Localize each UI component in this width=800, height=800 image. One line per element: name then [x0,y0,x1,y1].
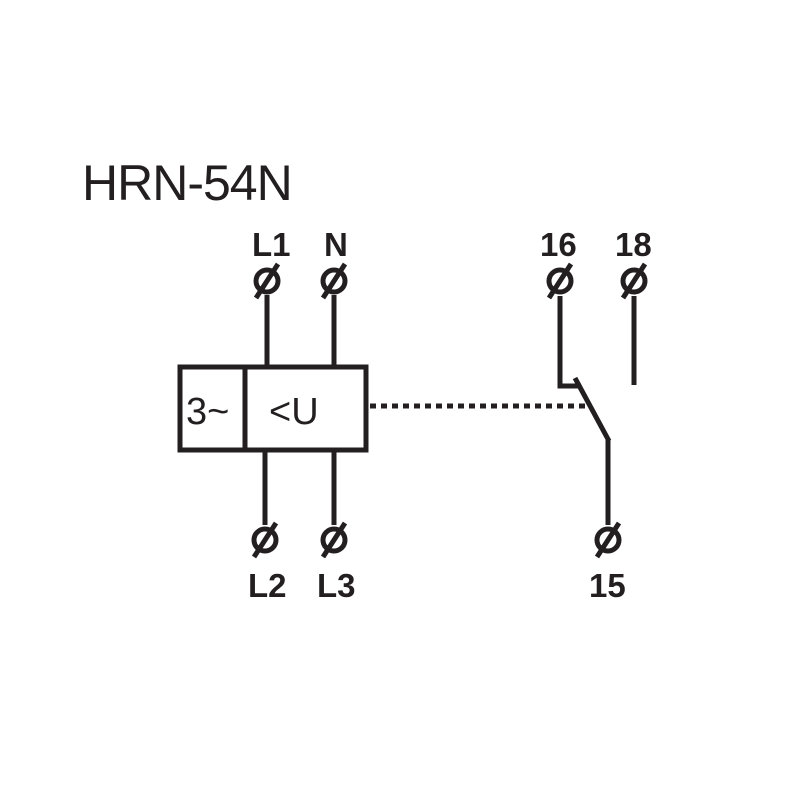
terminal-l1-slash [253,262,281,300]
terminal-16-slash [546,262,574,300]
function-label: <U [269,391,319,433]
terminal-15 [594,521,622,559]
label-l2: L2 [248,567,287,604]
terminal-l2-slash [251,521,279,559]
supply-label: 3~ [186,391,229,433]
terminal-15-slash [594,521,622,559]
terminal-l2 [251,521,279,559]
terminal-n-slash [320,262,348,300]
terminal-l1 [253,262,281,300]
contact-16-wire [557,296,578,389]
terminal-l3 [320,521,348,559]
label-16: 16 [540,226,577,263]
label-18: 18 [615,226,652,263]
relay-box [177,364,369,453]
label-l3: L3 [317,567,356,604]
label-15: 15 [589,567,626,604]
label-n: N [324,226,348,263]
terminal-n [320,262,348,300]
terminal-18-slash [620,262,648,300]
device-title: HRN-54N [82,155,292,211]
terminal-18 [620,262,648,300]
label-l1: L1 [252,226,291,263]
terminal-l3-slash [320,521,348,559]
switch-blade [572,376,612,443]
terminal-16 [546,262,574,300]
